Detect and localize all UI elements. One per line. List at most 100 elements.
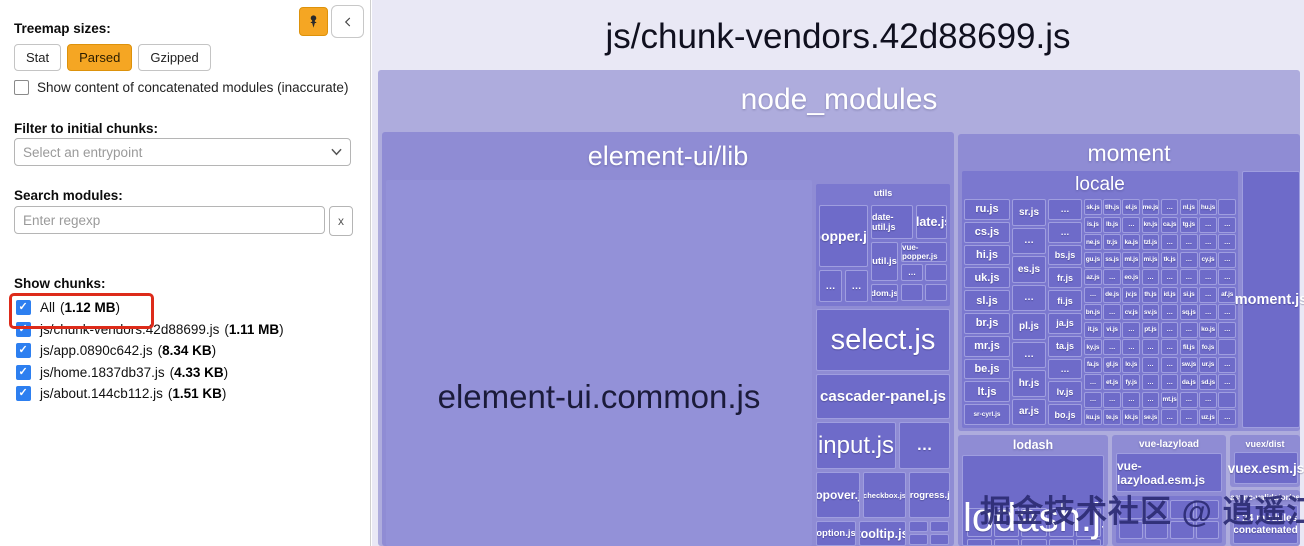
tile-locale[interactable]: eo.js [1122, 269, 1141, 285]
tile-locale[interactable]: … [1012, 341, 1046, 368]
tile-locale[interactable]: … [1160, 304, 1179, 320]
tile-locale[interactable]: nl.js [1179, 199, 1198, 215]
search-input[interactable] [14, 206, 325, 234]
tile-locale[interactable]: … [1122, 339, 1141, 355]
tile-ellipsis[interactable]: … [899, 422, 950, 469]
tile-locale[interactable]: … [1179, 234, 1198, 250]
tile-locale[interactable]: … [1160, 409, 1179, 425]
tile-locale[interactable]: … [1103, 269, 1121, 285]
chunk-checkbox[interactable] [16, 364, 31, 380]
tile-locale[interactable]: … [1199, 234, 1217, 250]
tile-locale[interactable]: bn.js [1084, 304, 1102, 320]
tile-small-module[interactable] [1195, 500, 1219, 519]
chunk-checkbox[interactable] [16, 386, 31, 402]
tile-locale[interactable]: da.js [1179, 374, 1198, 390]
tile-locale[interactable]: … [1179, 321, 1198, 338]
tile-small-module[interactable] [901, 284, 923, 301]
entrypoint-select[interactable]: Select an entrypoint [14, 138, 351, 166]
tile-locale[interactable]: is.js [1084, 216, 1102, 233]
tile-locale[interactable]: br.js [964, 312, 1010, 334]
tile-locale[interactable]: … [1141, 356, 1160, 373]
tile-locale[interactable]: sd.js [1199, 374, 1217, 390]
tile-locale[interactable]: … [1084, 286, 1102, 303]
tile-locale[interactable]: … [1218, 269, 1236, 285]
tile-element-ui-common-js[interactable] [386, 180, 812, 546]
tile-locale[interactable]: cs.js [964, 221, 1010, 243]
chunk-checkbox[interactable] [16, 321, 31, 337]
tile-locale[interactable]: id.js [1160, 286, 1179, 303]
tile-locale[interactable]: ml.js [1122, 251, 1141, 268]
tile-locale[interactable]: fi.js [1048, 290, 1082, 311]
tile-locale[interactable]: lo.js [1122, 356, 1141, 373]
tile-small-module[interactable] [1119, 520, 1143, 539]
tile-small-module[interactable] [909, 534, 928, 545]
tile-date-js[interactable]: date.js [916, 205, 947, 239]
tile-popper-js[interactable]: popper.js [819, 205, 868, 267]
tile-locale[interactable]: tk.js [1160, 251, 1179, 268]
tile-locale[interactable]: tr.js [1103, 234, 1121, 250]
tile-locale[interactable]: … [1141, 391, 1160, 408]
tile-locale[interactable]: ur.js [1199, 356, 1217, 373]
tile-locale[interactable]: ja.js [1048, 312, 1082, 334]
tile-locale[interactable]: … [1160, 339, 1179, 355]
tile-small-module[interactable] [1048, 539, 1074, 545]
tile-cascader-panel-js[interactable]: cascader-panel.js [816, 374, 950, 419]
tile-locale[interactable]: sk.js [1084, 199, 1102, 215]
tile-locale[interactable]: vi.js [1103, 321, 1121, 338]
tile-locale[interactable]: hr.js [1012, 370, 1046, 397]
tile-locale[interactable] [1218, 339, 1236, 355]
tile-locale[interactable]: … [1179, 269, 1198, 285]
tile-locale[interactable]: ca.js [1160, 216, 1179, 233]
tile-locale[interactable]: … [1199, 304, 1217, 320]
tile-small-module[interactable] [930, 521, 949, 532]
tile-small-module[interactable] [1021, 539, 1047, 545]
tile-locale[interactable]: az.js [1084, 269, 1102, 285]
tile-small-module[interactable] [909, 521, 928, 532]
tile-small-module[interactable] [1170, 500, 1194, 519]
tile-locale[interactable]: … [1218, 234, 1236, 250]
tile-locale[interactable]: uk.js [964, 267, 1010, 289]
tile-locale[interactable]: … [1218, 216, 1236, 233]
tile-locale[interactable]: ka.js [1122, 234, 1141, 250]
tile-locale[interactable]: … [1199, 269, 1217, 285]
tile-locale[interactable]: … [1160, 356, 1179, 373]
tile-locale[interactable]: me.js [1141, 199, 1160, 215]
chunk-checkbox[interactable] [16, 300, 31, 316]
tile-locale[interactable]: cv.js [1122, 304, 1141, 320]
tile-small-module[interactable] [1170, 520, 1194, 539]
size-button-parsed[interactable]: Parsed [67, 44, 133, 71]
tile-locale[interactable]: … [1160, 374, 1179, 390]
tile-locale[interactable]: … [1122, 216, 1141, 233]
tile-locale[interactable]: cy.js [1199, 251, 1217, 268]
tile-locale[interactable]: tzl.js [1141, 234, 1160, 250]
tile-locale[interactable]: … [1103, 339, 1121, 355]
tile-tooltip-js[interactable]: tooltip.js [859, 521, 906, 546]
tile-locale[interactable]: … [1103, 391, 1121, 408]
tile-locale[interactable]: hi.js [964, 244, 1010, 266]
tile-small-module[interactable] [1119, 500, 1143, 519]
tile-small-module[interactable] [967, 539, 993, 545]
tile-locale[interactable]: … [1122, 391, 1141, 408]
tile-locale[interactable]: sq.js [1179, 304, 1198, 320]
tile-small-module[interactable] [1144, 520, 1168, 539]
tile-small-module[interactable] [930, 534, 949, 545]
tile-locale[interactable]: … [1199, 216, 1217, 233]
tile-checkbox-js[interactable]: checkbox.js [863, 472, 906, 518]
tile-locale[interactable]: … [1103, 304, 1121, 320]
tile-locale[interactable]: … [1179, 409, 1198, 425]
tile-small-module[interactable] [925, 264, 947, 281]
tile-locale[interactable]: fil.js [1179, 339, 1198, 355]
tile-locale[interactable]: ku.js [1084, 409, 1102, 425]
tile-locale[interactable]: … [1084, 391, 1102, 408]
tile-locale[interactable]: be.js [964, 358, 1010, 380]
tile-input-js[interactable]: input.js [816, 422, 896, 469]
collapse-sidebar-button[interactable] [331, 5, 364, 38]
tile-locale[interactable]: … [1141, 269, 1160, 285]
tile-locale[interactable]: jv.js [1122, 286, 1141, 303]
size-button-stat[interactable]: Stat [14, 44, 62, 71]
tile-locale[interactable]: kk.js [1122, 409, 1141, 425]
tile-locale[interactable]: mi.js [1141, 251, 1160, 268]
tile-locale[interactable]: ko.js [1199, 321, 1217, 338]
concat-checkbox[interactable] [14, 80, 29, 95]
tile-locale[interactable]: tlh.js [1103, 199, 1121, 215]
